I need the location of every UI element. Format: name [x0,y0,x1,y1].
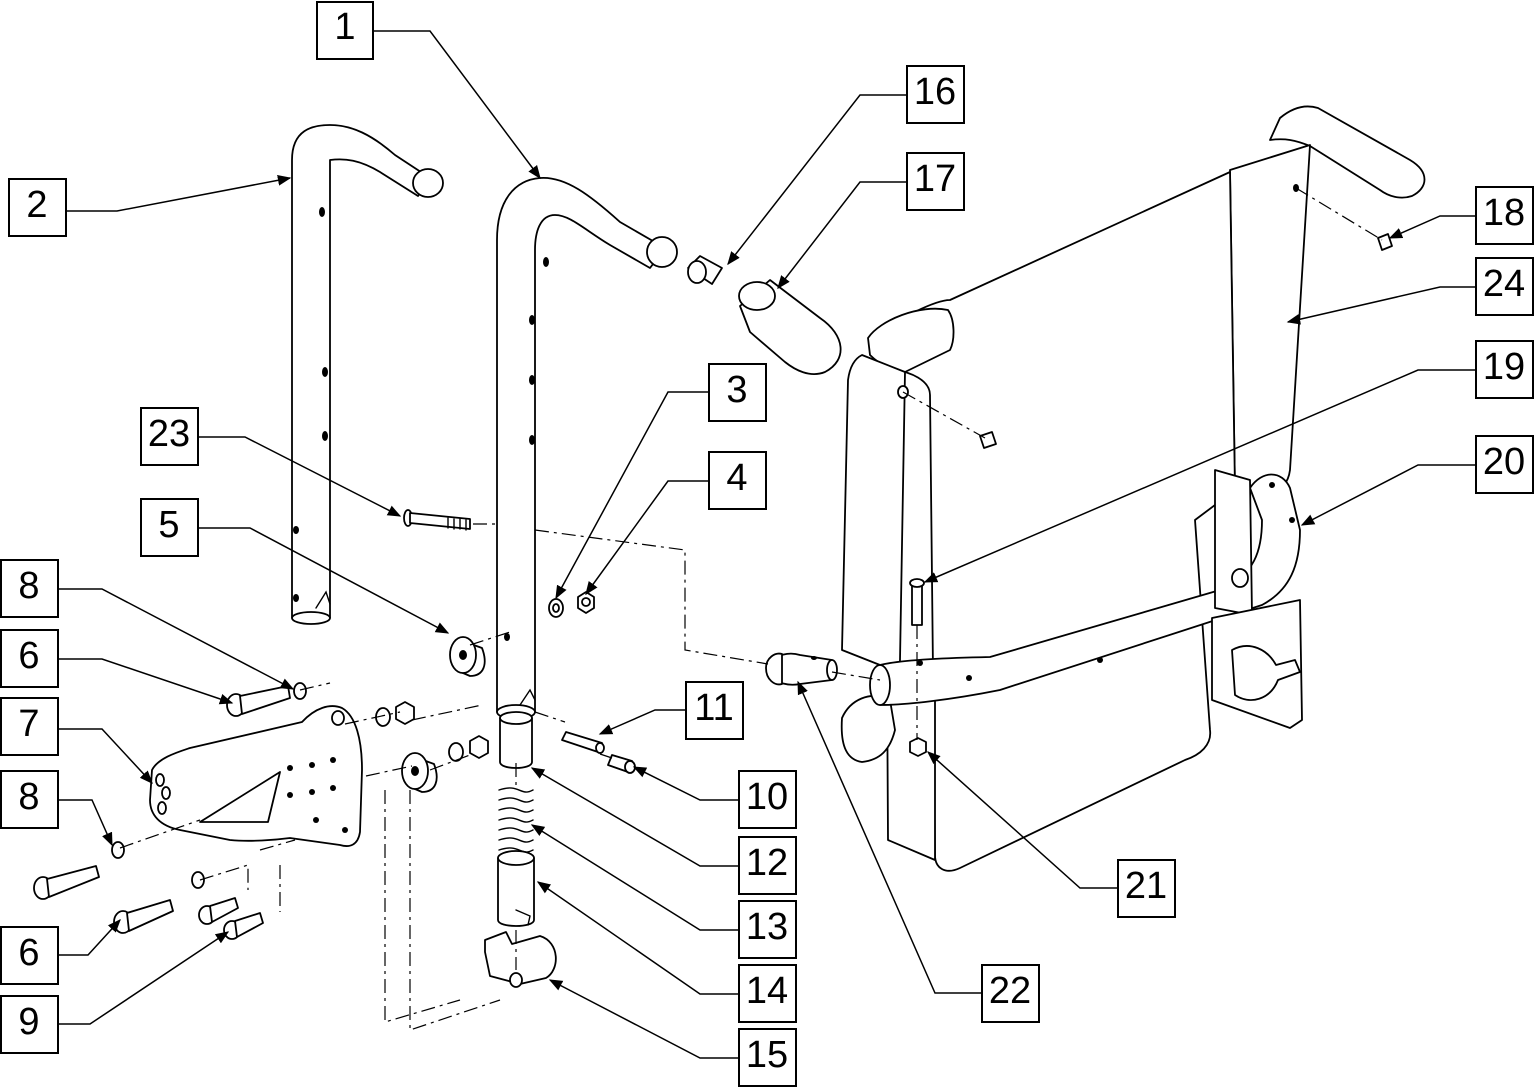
callout-17: 17 [906,152,965,211]
svg-text:23: 23 [148,413,190,455]
svg-text:22: 22 [989,970,1031,1012]
support-frame-rail [869,469,1303,757]
svg-text:4: 4 [726,457,747,499]
callout-6-upper: 6 [0,629,59,688]
svg-text:12: 12 [746,842,788,884]
callout-20: 20 [1475,435,1534,494]
callout-6-lower: 6 [0,926,59,985]
callout-15: 15 [738,1028,797,1087]
svg-text:8: 8 [18,776,39,818]
handle-tube-right [496,177,678,720]
callout-19: 19 [1475,340,1534,399]
callout-21: 21 [1117,859,1176,918]
backrest-canopy [840,105,1426,872]
callout-4: 4 [708,451,767,510]
washers-and-nuts [111,591,595,889]
svg-text:10: 10 [746,776,788,818]
callout-8-lower: 8 [0,770,59,829]
svg-text:1: 1 [334,6,355,48]
svg-text:15: 15 [746,1034,788,1076]
callout-11: 11 [685,681,744,740]
leader-lines [59,30,1475,1059]
svg-text:2: 2 [26,184,47,226]
callout-5: 5 [140,498,199,557]
callout-14: 14 [738,964,797,1023]
callout-23: 23 [140,407,199,466]
svg-text:11: 11 [694,687,733,729]
mounting-bracket-plate [149,705,363,847]
svg-text:6: 6 [18,932,39,974]
svg-text:21: 21 [1125,865,1167,907]
callout-7: 7 [0,697,59,756]
callout-24: 24 [1475,257,1534,316]
svg-text:13: 13 [746,906,788,948]
callout-13: 13 [738,900,797,959]
callout-2: 2 [8,178,67,237]
callout-8-upper: 8 [0,559,59,618]
callout-10: 10 [738,770,797,829]
svg-text:24: 24 [1483,263,1525,305]
callout-3: 3 [708,363,767,422]
long-bolt [403,509,471,531]
svg-text:16: 16 [914,71,956,113]
svg-text:14: 14 [746,970,788,1012]
svg-text:20: 20 [1483,441,1525,483]
assembly-center-lines [119,187,1383,1031]
callout-16: 16 [906,65,965,124]
callout-12: 12 [738,836,797,895]
svg-text:8: 8 [18,565,39,607]
handle-grip [738,279,842,375]
svg-text:6: 6 [18,635,39,677]
callout-9: 9 [0,995,59,1054]
callout-22: 22 [981,964,1040,1023]
tube-plug [687,255,723,285]
bumper-spacer-lower [401,752,438,793]
lock-pin [765,652,838,686]
svg-text:9: 9 [18,1001,39,1043]
svg-text:3: 3 [726,369,747,411]
svg-text:17: 17 [914,158,956,200]
callout-1: 1 [316,1,374,60]
svg-text:19: 19 [1483,346,1525,388]
handle-tube-left [291,124,444,625]
bumper-spacer-upper [449,636,486,677]
svg-text:7: 7 [18,703,39,745]
svg-text:5: 5 [158,504,179,546]
svg-text:18: 18 [1483,192,1525,234]
mounting-bolts [33,685,291,940]
spring-lock-assembly [484,711,636,988]
callout-18: 18 [1475,186,1534,245]
